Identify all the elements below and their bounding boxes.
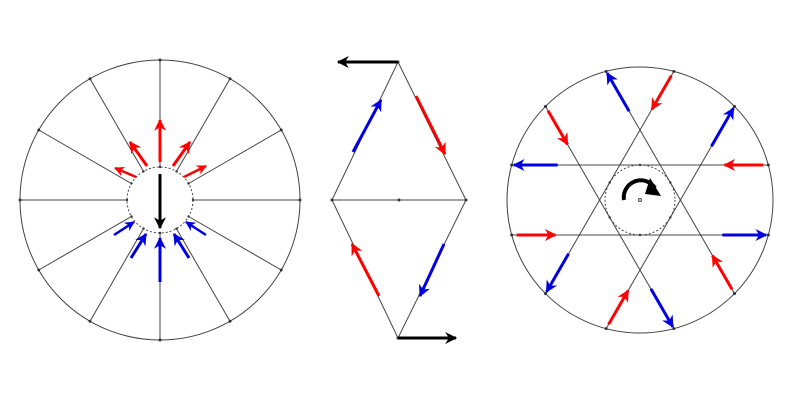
rim-node bbox=[88, 319, 92, 323]
hub-node bbox=[669, 181, 672, 184]
rim-node bbox=[228, 77, 232, 81]
rim-node bbox=[279, 128, 283, 132]
hub-node bbox=[158, 165, 162, 169]
hub-node bbox=[175, 227, 178, 230]
rhombus-truss-panel bbox=[330, 56, 468, 344]
red-force-arrow bbox=[128, 141, 149, 167]
hub-node bbox=[638, 233, 642, 237]
rim-node bbox=[766, 233, 770, 237]
spoke bbox=[188, 216, 282, 271]
radial-wheel-panel bbox=[18, 58, 302, 342]
red-force-arrow bbox=[171, 141, 192, 167]
blue-force-arrow bbox=[605, 72, 631, 112]
blue-force-arrow bbox=[649, 288, 675, 328]
spoke bbox=[89, 78, 144, 172]
tangent-force-arrows bbox=[512, 72, 768, 328]
tangent-spokes bbox=[510, 69, 770, 331]
hub-circle bbox=[604, 164, 676, 236]
blue-force-arrow bbox=[710, 107, 735, 147]
red-force-arrow bbox=[350, 242, 381, 297]
rotation-wheel-panel bbox=[506, 66, 774, 334]
red-force-arrow bbox=[711, 254, 734, 291]
rim-node bbox=[766, 163, 770, 167]
rim-node bbox=[732, 292, 736, 296]
clockwise-arrow-head bbox=[645, 178, 661, 196]
rim-node bbox=[18, 198, 22, 202]
red-force-arrow bbox=[650, 74, 673, 111]
outer-rim bbox=[506, 66, 774, 334]
blue-force-arrow bbox=[185, 220, 207, 237]
red-force-arrow bbox=[414, 95, 447, 156]
blue-force-arrow bbox=[129, 232, 148, 259]
blue-force-arrow bbox=[545, 253, 570, 293]
rim-node bbox=[158, 58, 162, 62]
rim-node bbox=[544, 292, 548, 296]
rim-node bbox=[279, 268, 283, 272]
hub-node bbox=[669, 216, 672, 219]
red-force-arrow bbox=[183, 164, 207, 179]
hub-node bbox=[187, 215, 190, 218]
rim-node bbox=[604, 69, 608, 73]
hub-node bbox=[608, 181, 611, 184]
spoke bbox=[176, 78, 231, 172]
node bbox=[330, 198, 334, 202]
hub-node bbox=[191, 198, 195, 202]
red-force-arrow bbox=[546, 109, 569, 146]
blue-force-arrow bbox=[172, 232, 191, 259]
node bbox=[464, 198, 468, 202]
hub-node bbox=[125, 198, 129, 202]
hub-node bbox=[142, 227, 145, 230]
spoke bbox=[188, 129, 282, 184]
spoke bbox=[38, 129, 132, 184]
rim-node bbox=[37, 128, 41, 132]
rim-node bbox=[672, 327, 676, 331]
red-force-arrow bbox=[607, 289, 630, 326]
hub-node bbox=[142, 170, 145, 173]
rim-node bbox=[158, 338, 162, 342]
rim-node bbox=[88, 77, 92, 81]
rim-node bbox=[510, 163, 514, 167]
spoke bbox=[176, 228, 231, 322]
node bbox=[397, 198, 401, 202]
hub-node bbox=[175, 170, 178, 173]
rim-node bbox=[732, 104, 736, 108]
rim-node bbox=[604, 327, 608, 331]
center-node bbox=[638, 198, 642, 202]
rim-node bbox=[672, 69, 676, 73]
rim-node bbox=[544, 104, 548, 108]
rim-node bbox=[510, 233, 514, 237]
spoke bbox=[89, 228, 144, 322]
hub-node bbox=[187, 182, 190, 185]
hub-node bbox=[608, 216, 611, 219]
rim-node bbox=[298, 198, 302, 202]
spoke bbox=[38, 216, 132, 271]
hub-node bbox=[130, 182, 133, 185]
red-force-arrow bbox=[114, 166, 137, 179]
hub-node bbox=[130, 215, 133, 218]
rim-node bbox=[37, 268, 41, 272]
radial-force-arrows bbox=[113, 118, 207, 282]
hub-node bbox=[638, 163, 642, 167]
rim-node bbox=[228, 319, 232, 323]
blue-force-arrow bbox=[351, 98, 383, 153]
hub-node bbox=[158, 231, 162, 235]
blue-force-arrow bbox=[418, 243, 446, 298]
blue-force-arrow bbox=[113, 220, 135, 237]
